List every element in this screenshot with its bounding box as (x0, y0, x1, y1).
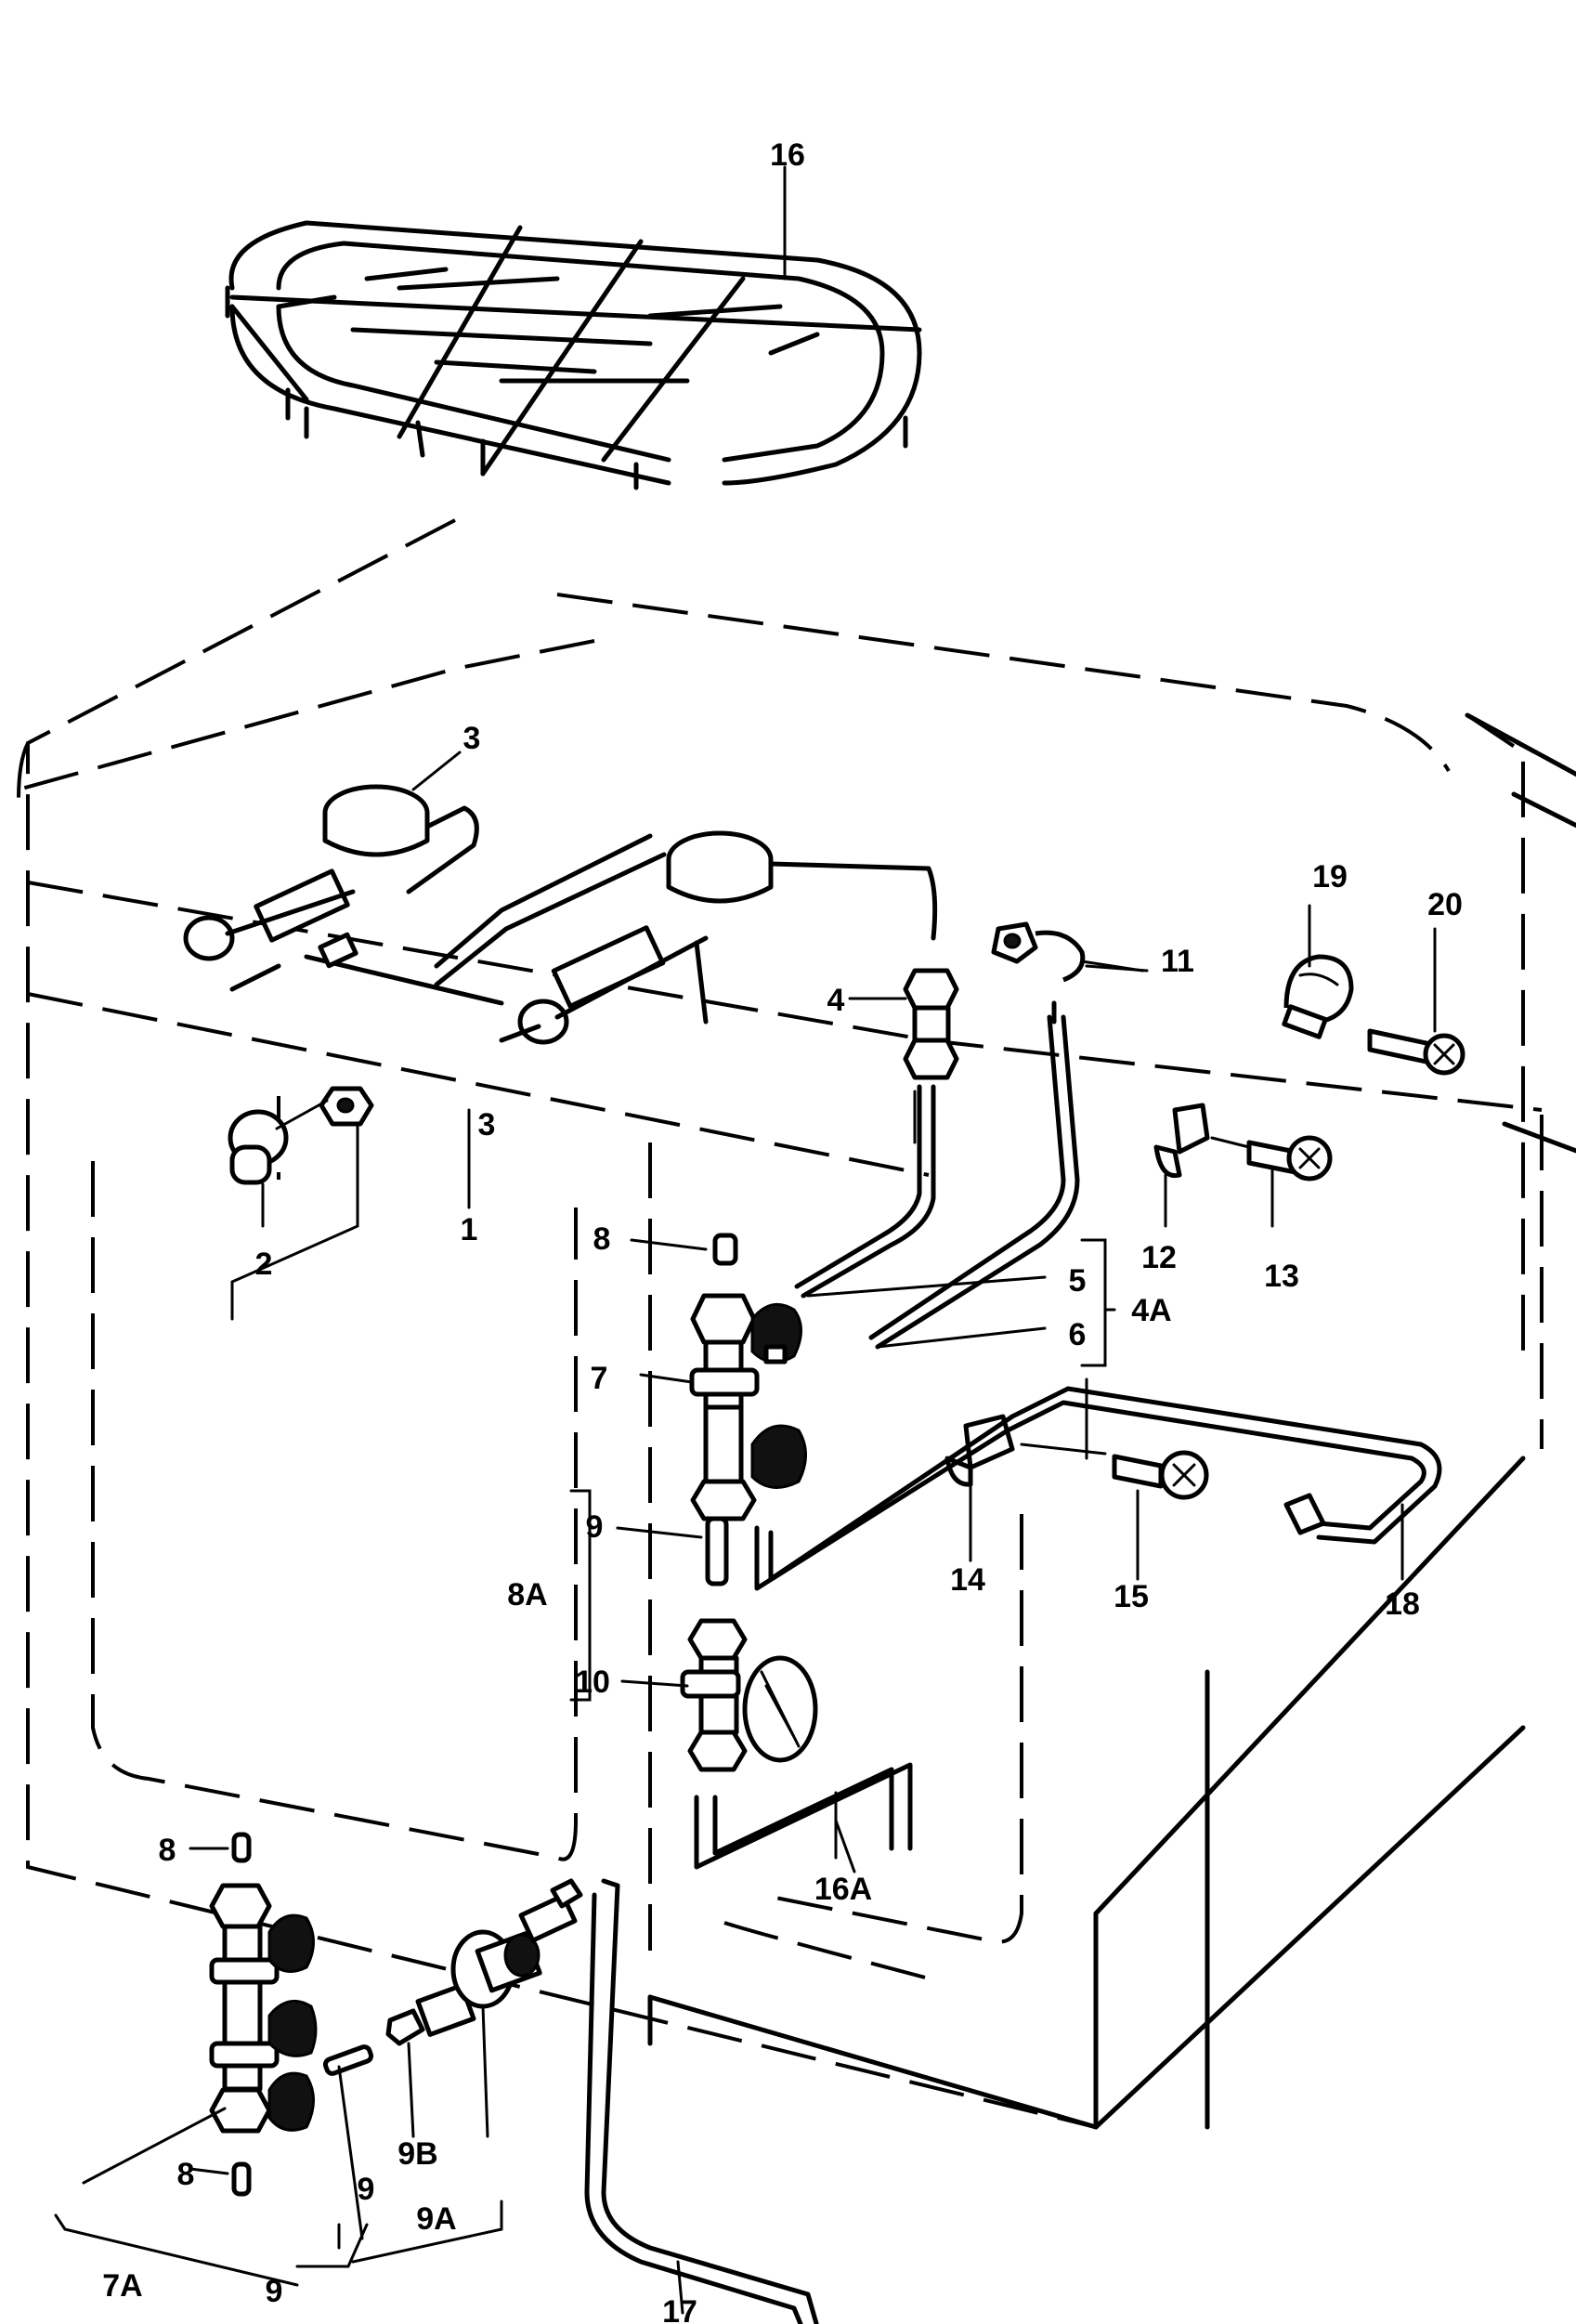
label-5: 5 (1069, 1263, 1087, 1299)
part-labels: 16 3 3 4 11 19 20 1 2 12 13 8 5 6 4A 7 9… (102, 137, 1463, 2324)
label-7A: 7A (102, 2268, 142, 2304)
label-1: 1 (461, 1212, 478, 1247)
label-12: 12 (1141, 1240, 1177, 1275)
cabinet-outline (17, 518, 1543, 2129)
label-17: 17 (662, 2294, 697, 2324)
union-fitting-part-4 (903, 968, 959, 1144)
tube-part-16A (694, 1762, 913, 1870)
label-9B: 9B (397, 2136, 437, 2172)
clip-part-12 (1153, 1103, 1210, 1179)
valve-part-10 (680, 1618, 818, 1772)
screw-part-15 (1020, 1443, 1209, 1500)
label-11: 11 (1161, 944, 1194, 979)
screw-part-13 (1210, 1135, 1333, 1182)
label-20: 20 (1427, 887, 1463, 922)
label-16: 16 (770, 137, 805, 173)
label-19: 19 (1312, 859, 1348, 894)
label-9-lower: 9 (266, 2274, 283, 2309)
label-13: 13 (1264, 1259, 1299, 1294)
screw-part-20 (1367, 1028, 1465, 1076)
label-8-upper: 8 (593, 1221, 611, 1257)
knob-part-2 (228, 1086, 374, 1185)
fitting-assembly-part-9A (322, 1878, 583, 2076)
clip-part-11 (991, 921, 1144, 983)
label-18: 18 (1385, 1586, 1420, 1622)
tube-part-18 (754, 1386, 1442, 1591)
leader-lines (54, 165, 1437, 2315)
label-9-upper: 9 (586, 1509, 604, 1545)
tube-part-17 (584, 1878, 819, 2324)
valve-part-7 (639, 1233, 807, 1521)
label-14: 14 (950, 1562, 985, 1598)
valve-assembly-part-7A (82, 1832, 318, 2197)
label-8A: 8A (507, 1577, 547, 1612)
label-16A: 16A (814, 1872, 872, 1907)
label-9A: 9A (416, 2201, 456, 2237)
label-4: 4 (827, 983, 845, 1018)
label-7: 7 (591, 1361, 608, 1396)
burner-assembly-part-1 (183, 784, 938, 1045)
label-15: 15 (1114, 1579, 1149, 1614)
label-6: 6 (1069, 1317, 1087, 1352)
label-8-lower-bottom: 8 (177, 2157, 195, 2192)
label-9-middle: 9 (358, 2172, 375, 2207)
label-3-upper: 3 (463, 721, 481, 756)
label-2: 2 (255, 1247, 273, 1282)
label-4A: 4A (1131, 1293, 1171, 1328)
label-8-lower-top: 8 (159, 1833, 176, 1868)
label-3-lower: 3 (478, 1107, 496, 1142)
cabinet-solid-edges (647, 712, 1576, 2130)
tube-part-5 (794, 1084, 936, 1299)
tube-part-6 (868, 1000, 1080, 1350)
label-10: 10 (575, 1665, 610, 1700)
clip-part-19 (1282, 954, 1354, 1039)
rack-part-16 (225, 220, 922, 490)
pin-part-9-upper (705, 1516, 729, 1586)
